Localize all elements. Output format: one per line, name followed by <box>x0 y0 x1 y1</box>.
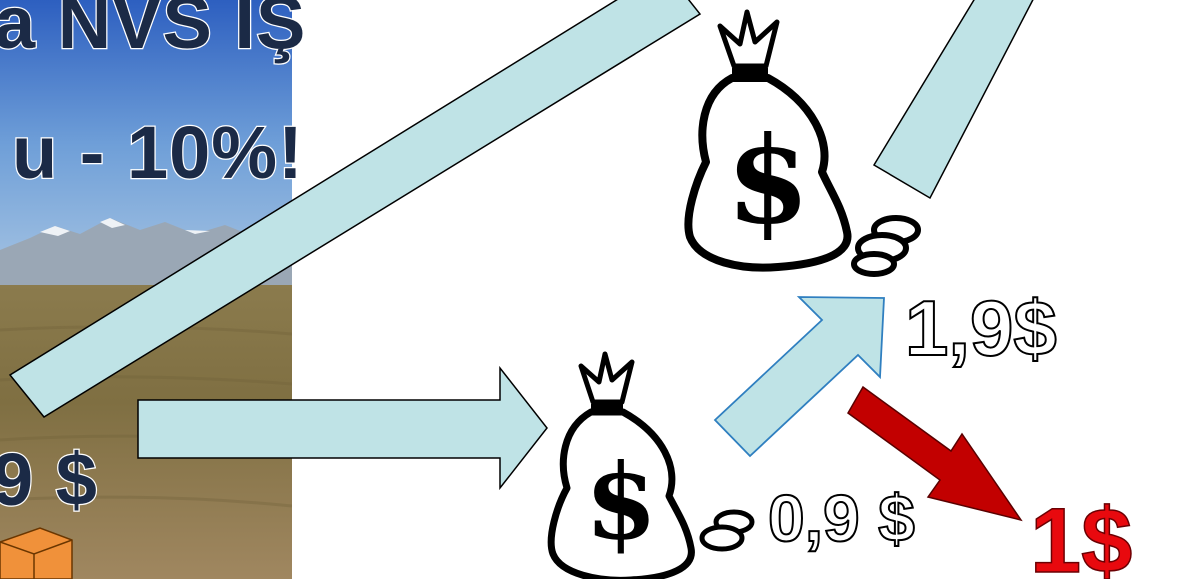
horizontal-arrow <box>137 365 548 491</box>
coins-small-icon <box>699 509 755 552</box>
small-bag-value: 0,9 $ <box>768 481 915 555</box>
money-bag-small-icon: $ <box>547 351 695 579</box>
coins-large-icon <box>851 215 921 277</box>
small-bag-symbol: $ <box>585 440 657 563</box>
box-icon <box>0 527 73 579</box>
large-bag-symbol: $ <box>726 110 810 251</box>
banner-line-2: u - 10%! <box>12 111 304 194</box>
diagonal-arrow-blue <box>713 296 885 458</box>
result-value: 1$ <box>1030 490 1132 579</box>
diagonal-arrow-up <box>8 0 702 418</box>
red-arrow <box>847 385 1023 522</box>
large-bag-value: 1,9$ <box>905 284 1057 372</box>
banner-line-1: a NVS IŞ <box>0 0 306 64</box>
diagonal-band-right <box>872 0 1034 200</box>
money-bag-large-icon: $ <box>684 9 852 272</box>
photo-value-label: 9 $ <box>0 438 98 521</box>
